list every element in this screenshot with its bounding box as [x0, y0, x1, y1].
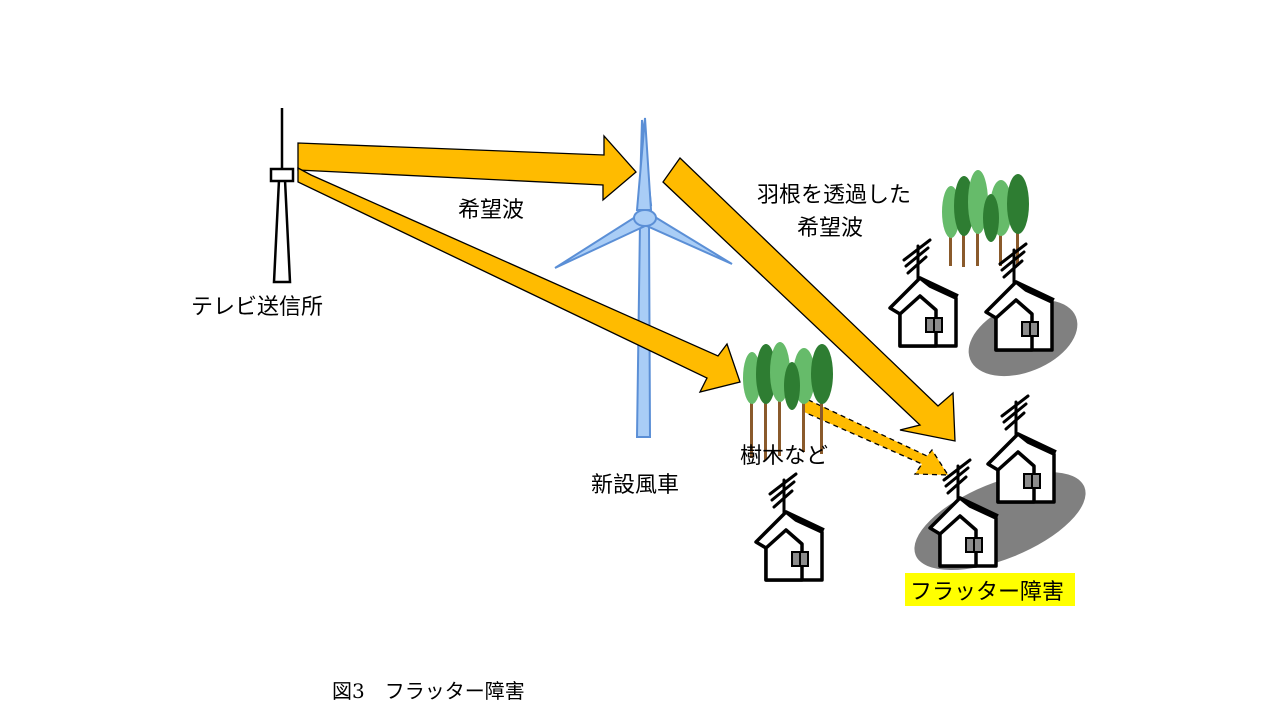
tree-cluster-icon — [942, 170, 1029, 267]
tv-tower-icon — [269, 108, 295, 284]
windmill-icon — [554, 117, 733, 438]
tv-station-label: テレビ送信所 — [191, 295, 323, 320]
flutter-highlight-box — [905, 573, 1075, 606]
house-icon — [986, 394, 1058, 504]
trees-label: 樹木など — [740, 444, 828, 469]
tree-cluster-icon — [743, 342, 833, 460]
reflected-wave-arrow — [800, 396, 948, 475]
house-icon — [754, 472, 826, 582]
through-blade-label-line2: 希望波 — [797, 216, 863, 241]
figure-caption: 図3 フラッター障害 — [332, 679, 525, 703]
flutter-interference-label: フラッター障害 — [910, 580, 1064, 605]
house-icon — [888, 238, 960, 348]
new-windmill-label: 新設風車 — [591, 473, 679, 498]
house-icon — [984, 242, 1056, 352]
desired-wave-label: 希望波 — [458, 198, 524, 223]
through-blade-arrow — [662, 157, 956, 442]
desired-wave-arrow-to-trees — [297, 166, 741, 393]
through-blade-label-line1: 羽根を透過した — [757, 183, 911, 208]
desired-wave-arrow-to-windmill — [297, 134, 637, 202]
